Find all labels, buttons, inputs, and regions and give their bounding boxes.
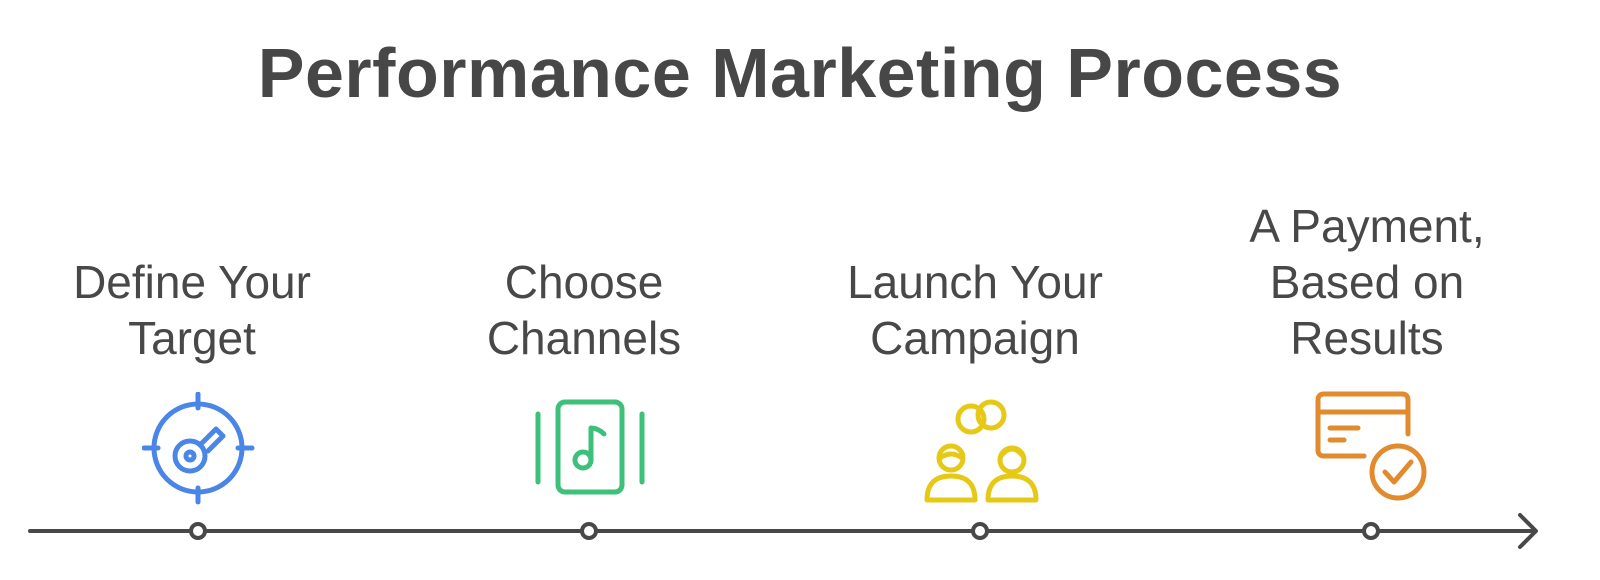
step-3-label: Launch Your Campaign (847, 256, 1103, 364)
timeline-node-4 (1362, 522, 1380, 540)
people-link-icon (924, 399, 1039, 503)
step-1-label: Define Your Target (73, 256, 311, 364)
step-4-label: A Payment, Based on Results (1249, 200, 1485, 364)
target-key-icon (142, 392, 255, 505)
diagram-title: Performance Marketing Process (257, 34, 1343, 112)
timeline-arrowhead (1518, 513, 1538, 549)
timeline-node-2 (580, 522, 598, 540)
timeline-node-1 (189, 522, 207, 540)
music-tablet-icon (535, 399, 645, 495)
card-check-icon (1315, 391, 1427, 501)
timeline-node-3 (971, 522, 989, 540)
step-2-label: Choose Channels (486, 256, 682, 364)
